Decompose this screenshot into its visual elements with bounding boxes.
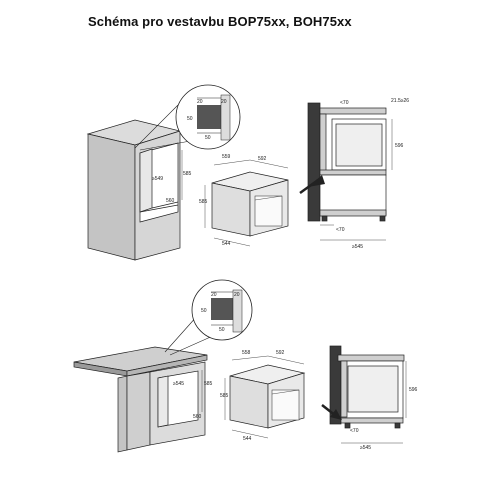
lower-inset-h: 50 — [201, 308, 207, 314]
lower-oven-top-w: 558 — [242, 350, 251, 356]
lower-side-depth: ≥545 — [360, 445, 371, 451]
upper-inset-h: 50 — [187, 116, 193, 122]
lower-side-bottom-gap: <70 — [350, 428, 359, 434]
lower-side-h: 596 — [409, 387, 418, 393]
upper-niche-d: 560 — [166, 198, 175, 204]
upper-niche-h: 585 — [183, 171, 192, 177]
lower-side-section — [329, 345, 405, 429]
page-title: Schéma pro vestavbu BOP75xx, BOH75xx — [88, 14, 352, 29]
lower-cabinet — [73, 346, 208, 453]
lower-oven — [229, 364, 306, 429]
lower-zoom-detail — [211, 289, 243, 333]
lower-inset-w1: 20 — [211, 292, 217, 298]
upper-inset-w1: 20 — [197, 99, 203, 105]
lower-oven-top-d: 592 — [276, 350, 285, 356]
upper-side-gap: <70 — [340, 100, 349, 106]
lower-airflow-arrow — [330, 409, 342, 420]
lower-niche-d: 560 — [193, 414, 202, 420]
upper-inset-w2: 20 — [221, 99, 227, 105]
lower-oven-h: 585 — [220, 393, 229, 399]
upper-oven — [211, 171, 289, 237]
upper-side-depth: ≥545 — [352, 244, 363, 250]
upper-side-section — [307, 102, 387, 222]
upper-side-top: 21.5≥26 — [391, 98, 409, 104]
upper-oven-top-d: 592 — [258, 156, 267, 162]
lower-niche-h: 585 — [204, 381, 213, 387]
upper-side-h: 596 — [395, 143, 404, 149]
upper-cabinet-column — [86, 119, 182, 261]
upper-oven-h: 585 — [199, 199, 208, 205]
lower-oven-bottom: 544 — [243, 436, 252, 442]
lower-niche-w: ≥545 — [173, 381, 184, 387]
upper-inset-b: 50 — [205, 135, 211, 141]
upper-niche-w: ≥549 — [152, 176, 163, 182]
upper-zoom-detail — [197, 94, 231, 141]
upper-oven-top-w: 559 — [222, 154, 231, 160]
lower-inset-w2: 20 — [234, 292, 240, 298]
lower-inset-b: 50 — [219, 327, 225, 333]
upper-oven-bottom: 544 — [222, 241, 231, 247]
upper-side-bottom-gap: <70 — [336, 227, 345, 233]
